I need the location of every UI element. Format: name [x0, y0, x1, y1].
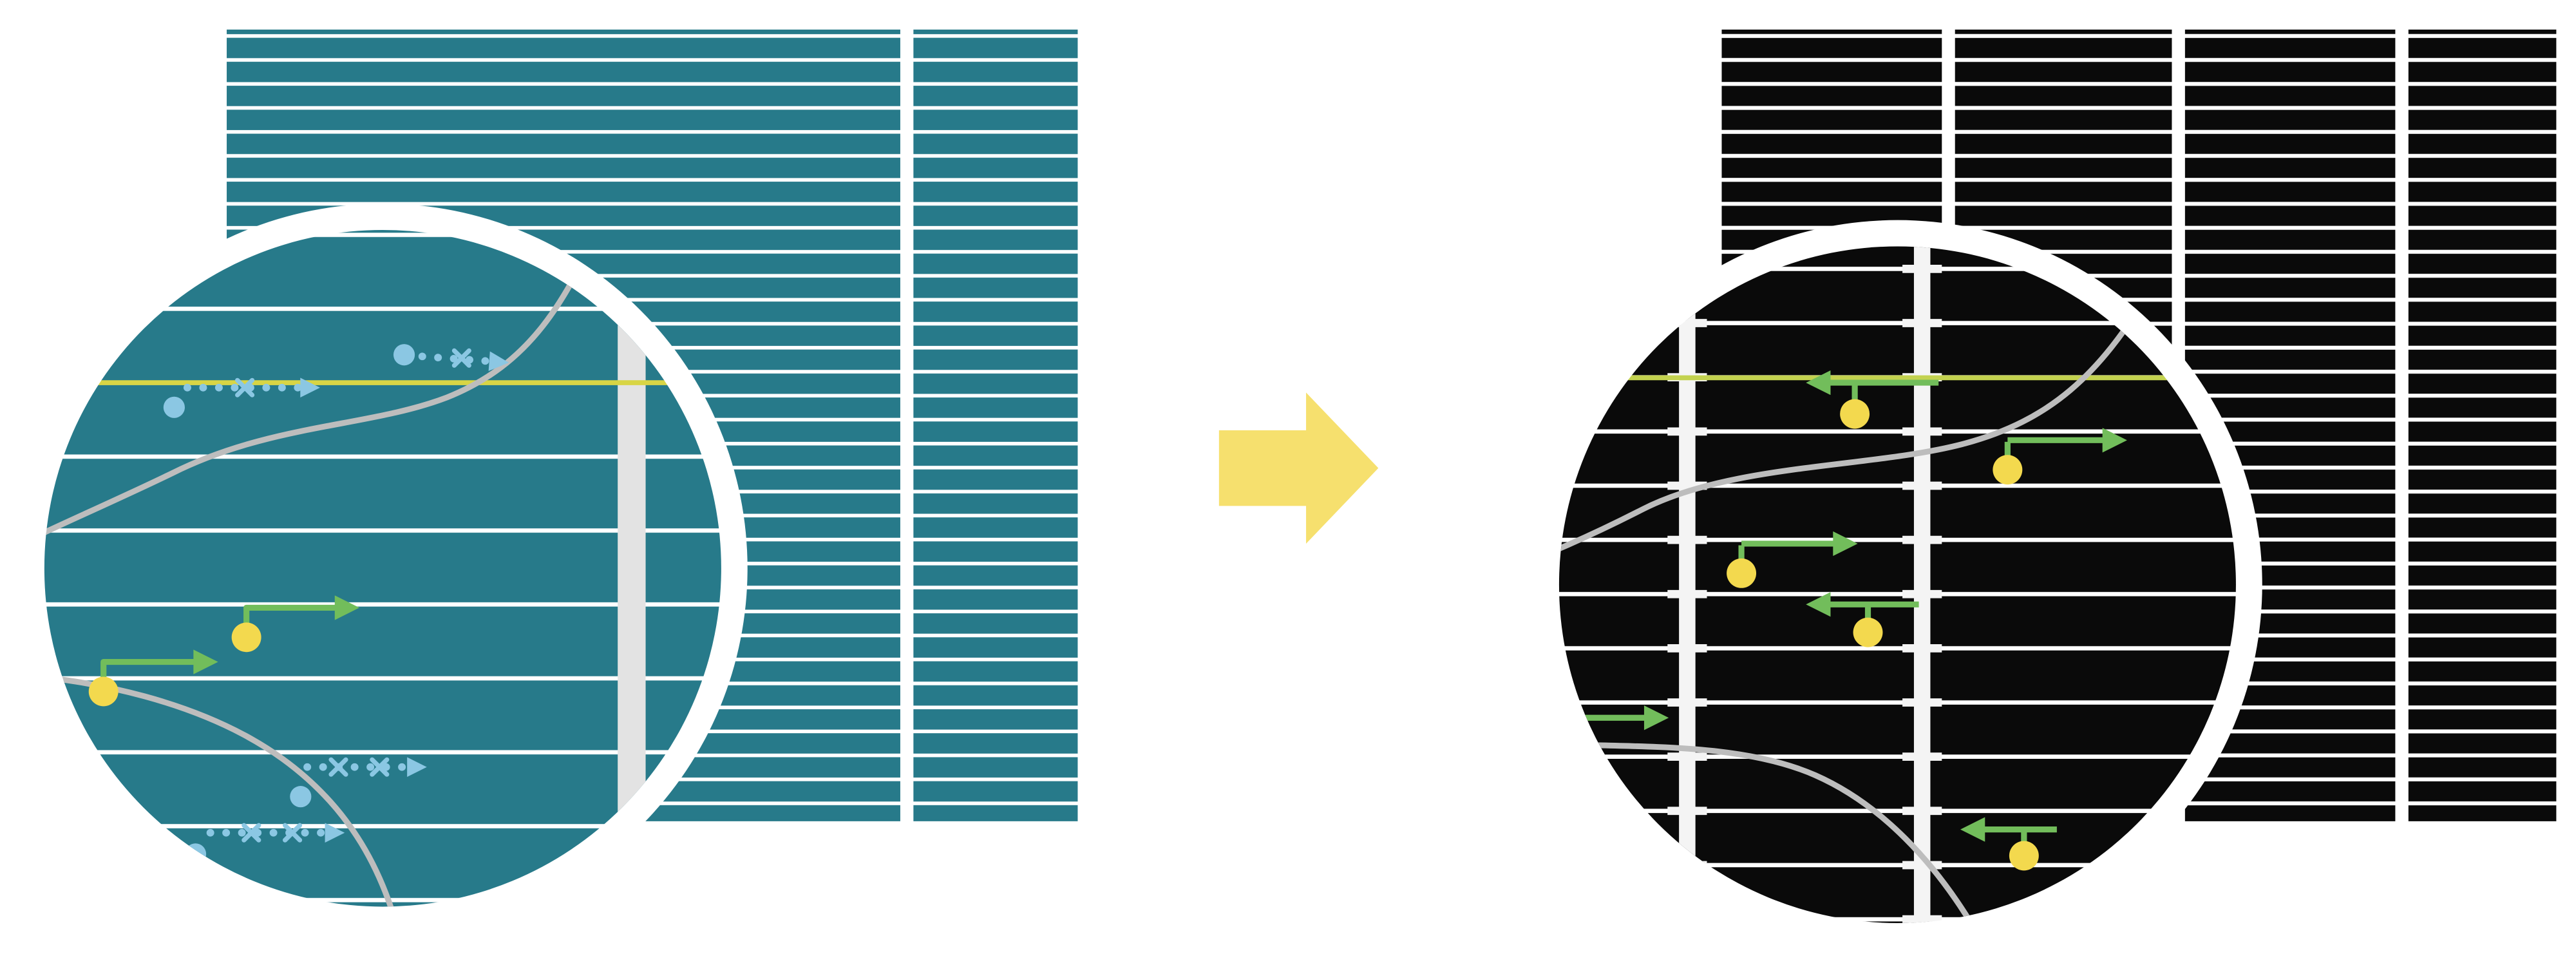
right-magnifier-content: [1558, 246, 2236, 923]
trapped-electron: [393, 344, 509, 371]
electron-dot: [88, 676, 118, 707]
electron-dot: [393, 344, 415, 366]
right-arrow-icon: [1218, 392, 1379, 544]
trapped-electron: [290, 757, 427, 808]
collected-electron: [1806, 592, 1919, 647]
electron-dot: [163, 396, 185, 418]
collected-electron: [1993, 428, 2127, 485]
busbar: [1667, 246, 1707, 923]
busbar: [1902, 246, 1942, 923]
electron-dot: [1853, 617, 1883, 647]
electron-dot: [1840, 399, 1870, 429]
electron-dot: [290, 786, 312, 808]
grain-boundary: [44, 229, 611, 562]
grain-boundary: [44, 670, 408, 907]
trapped-electron: [163, 377, 320, 418]
left-magnifier: [18, 204, 748, 933]
right-panel-cell-4: [2408, 29, 2557, 821]
collected-electron: [88, 649, 218, 707]
collected-electron: [1806, 370, 1939, 429]
left-panel-side-cell: [913, 29, 1078, 821]
grain-boundary: [1558, 740, 2027, 923]
electron-dot: [231, 622, 261, 653]
electron-dot: [2009, 841, 2039, 871]
collected-electron: [231, 595, 360, 653]
left-magnifier-lens: [44, 229, 721, 907]
hop-path: [418, 351, 509, 371]
right-magnifier: [1533, 220, 2262, 950]
transition-arrow: [1218, 392, 1379, 544]
busbar-bar: [1679, 246, 1696, 923]
collected-electron: [1727, 531, 1858, 588]
collected-electron: [1960, 817, 2057, 871]
right-magnifier-lens: [1558, 246, 2236, 923]
busbar-bar: [1913, 246, 1931, 923]
grain-boundary: [1558, 289, 2152, 571]
electron-dot: [1993, 455, 2023, 485]
electron-dot: [1727, 558, 1757, 588]
